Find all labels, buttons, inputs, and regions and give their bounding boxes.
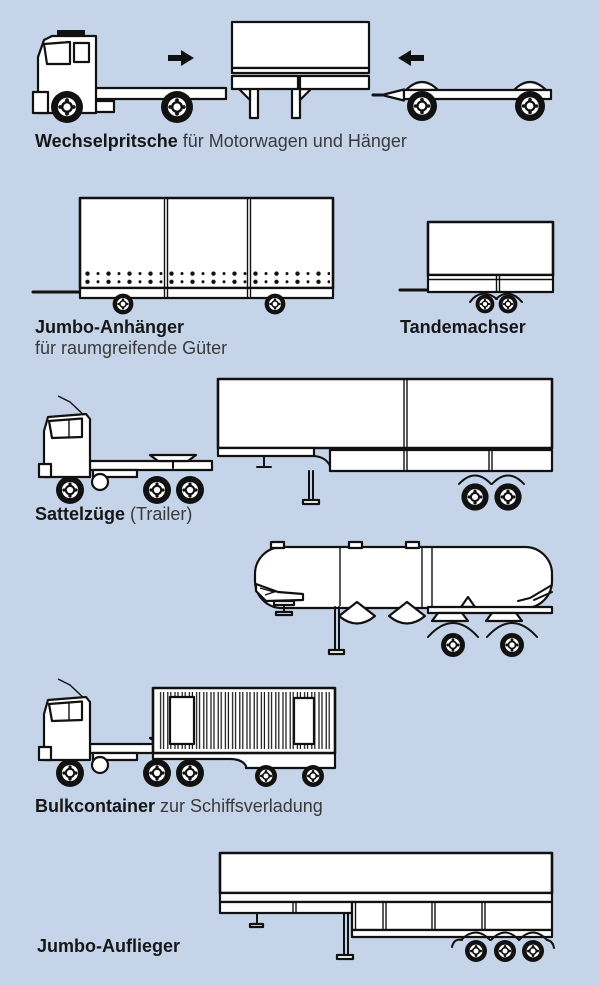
sattelzug-illustration [39, 377, 554, 512]
tandemachser-label-bold: Tandemachser [400, 317, 526, 337]
sattelzuege-label-desc: (Trailer) [130, 504, 193, 524]
jumbo-auflieger-label: Jumbo-Auflieger [37, 936, 180, 957]
sattelzuege-label-bold: Sattelzüge [35, 504, 126, 524]
sattel-auflieger [216, 377, 554, 512]
tandemachser-illustration [398, 220, 555, 315]
wechselpritsche-label: Wechselpritsche für Motorwagen und Hänge… [35, 131, 407, 152]
container-auflieger [151, 686, 337, 788]
jumbo-anhaenger-label-bold: Jumbo-Anhänger [35, 317, 185, 337]
arrow-right-icon [168, 50, 194, 66]
sattelzuege-label: Sattelzüge (Trailer) [35, 504, 192, 525]
bulkcontainer-label-bold: Bulkcontainer [35, 796, 156, 816]
tandemachser-label: Tandemachser [400, 317, 526, 338]
wechselpritsche-illustration [31, 20, 553, 125]
wechselpritsche-label-bold: Wechselpritsche [35, 131, 178, 151]
jumbo-anhaenger-label: Jumbo-Anhänger für raumgreifende Güter [35, 317, 227, 359]
jumbo-auflieger-illustration [218, 851, 555, 963]
jumbo-auflieger-label-bold: Jumbo-Auflieger [37, 936, 181, 956]
tank-auflieger-illustration [253, 540, 554, 658]
motorwagen-chassis-truck [31, 30, 228, 125]
arrow-left-icon [398, 50, 424, 66]
jumbo-anhaenger-illustration [31, 196, 335, 316]
bulkcontainer-illustration [39, 679, 337, 788]
swap-body [230, 20, 371, 120]
bulkcontainer-label: Bulkcontainer zur Schiffsverladung [35, 796, 323, 817]
wechselpritsche-label-desc: für Motorwagen und Hänger [182, 131, 407, 151]
bulkcontainer-label-desc: zur Schiffsverladung [160, 796, 323, 816]
jumbo-anhaenger-label-desc: für raumgreifende Güter [35, 338, 228, 358]
sattelzug-tractor [39, 396, 212, 504]
haenger-chassis [371, 80, 553, 123]
